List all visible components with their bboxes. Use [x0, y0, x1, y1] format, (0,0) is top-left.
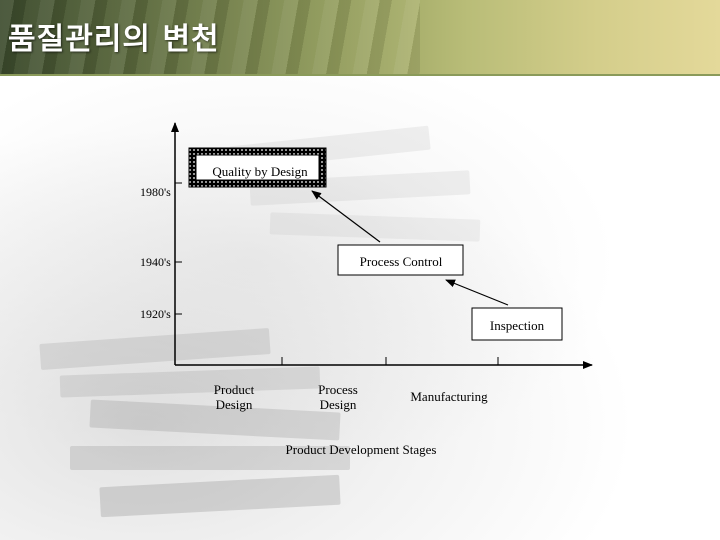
x-label-product-design-line1: Product: [214, 382, 255, 397]
x-axis-title: Product Development Stages: [286, 442, 437, 457]
node-process-control: Process Control: [337, 244, 464, 276]
header-books-image: [0, 0, 420, 74]
arrow-process-control-to-quality-by-design: [311, 190, 381, 243]
x-label-process-design-line1: Process: [318, 382, 358, 397]
node-inspection-label: Inspection: [490, 318, 545, 333]
x-label-manufacturing: Manufacturing: [410, 389, 488, 404]
x-label-product-design-line2: Design: [216, 397, 253, 412]
node-quality-by-design-label: Quality by Design: [212, 164, 308, 179]
title-bar: 품질관리의 변천: [0, 0, 720, 74]
y-label-1940s: 1940's: [140, 255, 171, 269]
header-divider: [0, 74, 720, 76]
node-inspection: Inspection: [471, 307, 563, 341]
x-label-process-design-line2: Design: [320, 397, 357, 412]
node-process-control-label: Process Control: [360, 254, 443, 269]
arrow-inspection-to-process-control: [445, 279, 509, 306]
node-quality-by-design: Quality by Design: [188, 147, 327, 188]
slide-title: 품질관리의 변천: [8, 22, 220, 57]
background-books-image: [0, 76, 720, 540]
y-label-1980s: 1980's: [140, 185, 171, 199]
y-label-1920s: 1920's: [140, 307, 171, 321]
